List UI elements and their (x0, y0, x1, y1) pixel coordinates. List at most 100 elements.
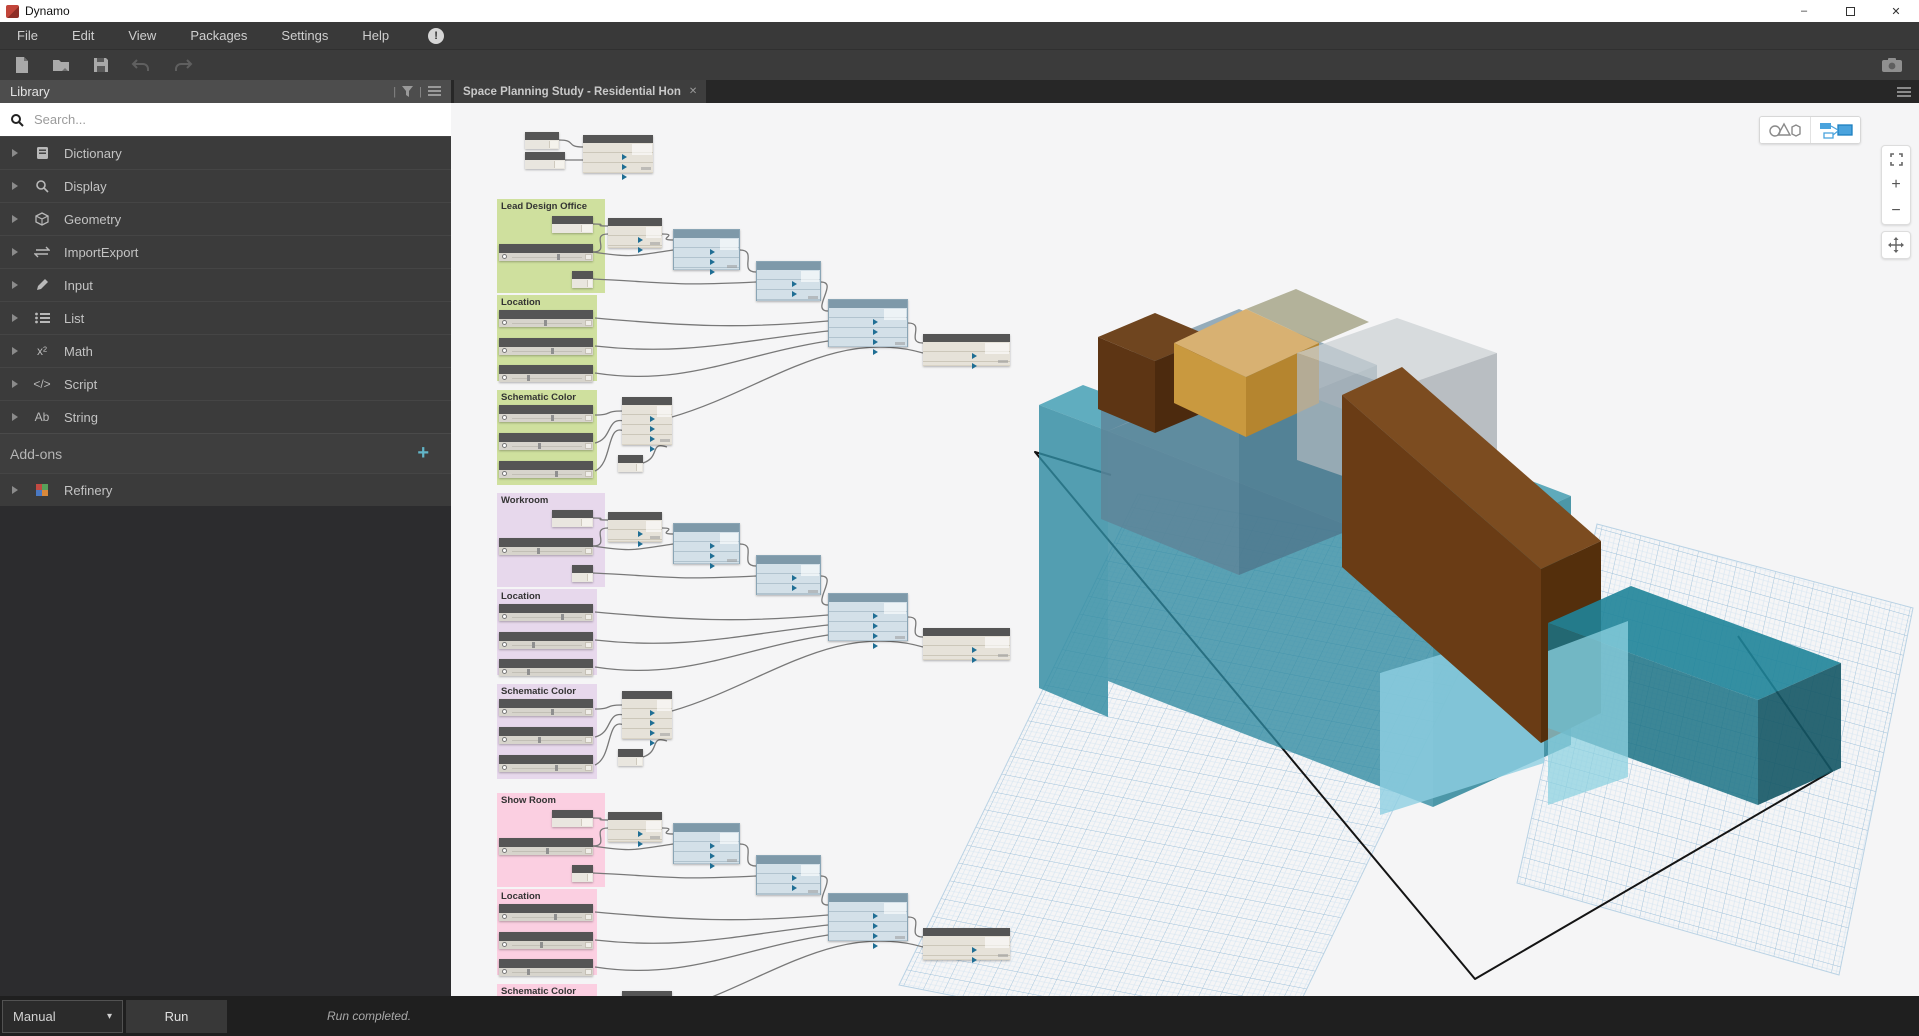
sidebar-item-dictionary[interactable]: Dictionary (0, 136, 451, 169)
graph-node[interactable] (756, 555, 821, 595)
tab-close-icon[interactable]: ✕ (688, 86, 698, 97)
graph-node[interactable] (572, 271, 593, 288)
graph-node[interactable] (673, 523, 740, 569)
slider-node[interactable] (499, 338, 593, 355)
slider-node[interactable] (499, 755, 593, 772)
graph-node[interactable] (608, 812, 662, 847)
fit-view-icon[interactable] (1882, 146, 1910, 172)
undo-icon[interactable] (131, 57, 151, 73)
sidebar-item-importexport[interactable]: ImportExport (0, 235, 451, 268)
close-button[interactable]: ✕ (1891, 5, 1901, 18)
notifications-icon[interactable]: ! (428, 27, 445, 44)
add-package-button[interactable]: + (417, 442, 429, 464)
new-file-icon[interactable] (14, 56, 30, 74)
slider-node[interactable] (499, 310, 593, 327)
pan-button[interactable] (1881, 231, 1911, 259)
expand-caret-icon[interactable] (12, 314, 22, 322)
graph-node[interactable] (756, 855, 821, 895)
graph-node[interactable] (828, 893, 908, 949)
graph-node[interactable] (828, 593, 908, 649)
minimize-button[interactable]: – (1800, 5, 1808, 17)
node-group[interactable]: Schematic Color (497, 984, 597, 996)
slider-node[interactable] (499, 244, 593, 261)
menu-view[interactable]: View (128, 27, 157, 43)
graph-node[interactable] (622, 397, 672, 452)
slider-node[interactable] (499, 959, 593, 976)
run-mode-dropdown[interactable]: Manual ▾ (2, 999, 123, 1033)
graph-node[interactable] (923, 628, 1010, 663)
redo-icon[interactable] (173, 57, 193, 73)
expand-caret-icon[interactable] (12, 380, 22, 388)
graph-node[interactable] (828, 299, 908, 355)
graph-node[interactable] (608, 512, 662, 547)
open-file-icon[interactable] (52, 57, 71, 73)
graph-node[interactable] (608, 218, 662, 253)
graph-node[interactable] (923, 334, 1010, 369)
sidebar-item-math[interactable]: x² Math (0, 334, 451, 367)
sidebar-item-refinery[interactable]: Refinery (0, 473, 451, 506)
graph-node[interactable] (673, 229, 740, 275)
sidebar-item-display[interactable]: Display (0, 169, 451, 202)
slider-node[interactable] (499, 365, 593, 382)
sidebar-item-list[interactable]: List (0, 301, 451, 334)
graph-node[interactable] (525, 132, 559, 149)
menu-packages[interactable]: Packages (190, 27, 248, 43)
graph-node[interactable] (552, 810, 593, 827)
graph-node[interactable] (673, 823, 740, 869)
slider-node[interactable] (499, 727, 593, 744)
run-button[interactable]: Run (126, 999, 227, 1033)
graph-node[interactable] (572, 565, 593, 582)
search-input[interactable] (0, 103, 451, 136)
tab-space-planning-study[interactable]: Space Planning Study - Residential Hon ✕ (454, 80, 707, 103)
sidebar-item-geometry[interactable]: Geometry (0, 202, 451, 235)
sidebar-item-string[interactable]: Ab String (0, 400, 451, 433)
slider-node[interactable] (499, 604, 593, 621)
slider-node[interactable] (499, 904, 593, 921)
zoom-in-button[interactable]: + (1891, 176, 1901, 193)
graph-node[interactable] (618, 455, 643, 472)
graph-node[interactable] (525, 152, 565, 169)
slider-node[interactable] (499, 433, 593, 450)
layout-icon[interactable] (428, 86, 441, 97)
zoom-out-button[interactable]: − (1891, 202, 1901, 219)
graph-view-button[interactable] (1810, 117, 1860, 143)
slider-node[interactable] (499, 838, 593, 855)
expand-caret-icon[interactable] (12, 248, 22, 256)
sidebar-item-script[interactable]: </> Script (0, 367, 451, 400)
slider-node[interactable] (499, 538, 593, 555)
graph-node[interactable] (618, 749, 643, 766)
graph-node[interactable] (756, 261, 821, 301)
export-image-camera-icon[interactable] (1881, 57, 1903, 73)
graph-node[interactable] (552, 510, 593, 527)
graph-node[interactable] (923, 928, 1010, 963)
expand-caret-icon[interactable] (12, 413, 22, 421)
expand-caret-icon[interactable] (12, 182, 22, 190)
graph-node[interactable] (552, 216, 593, 233)
menu-edit[interactable]: Edit (71, 27, 95, 43)
graph-node[interactable] (572, 865, 593, 882)
expand-caret-icon[interactable] (12, 347, 22, 355)
save-icon[interactable] (93, 57, 109, 73)
filter-icon[interactable] (402, 86, 414, 97)
maximize-button[interactable] (1827, 0, 1873, 22)
menu-help[interactable]: Help (362, 27, 390, 43)
expand-caret-icon[interactable] (12, 149, 22, 157)
tab-menu-icon[interactable] (1897, 86, 1911, 97)
slider-node[interactable] (499, 405, 593, 422)
slider-node[interactable] (499, 932, 593, 949)
menu-file[interactable]: File (17, 27, 38, 43)
graph-node[interactable] (622, 991, 672, 996)
slider-node[interactable] (499, 659, 593, 676)
slider-node[interactable] (499, 699, 593, 716)
menu-settings[interactable]: Settings (281, 27, 329, 43)
expand-caret-icon[interactable] (12, 215, 22, 223)
expand-caret-icon[interactable] (12, 281, 22, 289)
graph-node[interactable] (622, 691, 672, 746)
slider-node[interactable] (499, 632, 593, 649)
geometry-view-button[interactable] (1760, 117, 1810, 143)
graph-node[interactable] (583, 135, 653, 180)
slider-node[interactable] (499, 461, 593, 478)
expand-caret-icon[interactable] (12, 486, 22, 494)
sidebar-item-input[interactable]: Input (0, 268, 451, 301)
